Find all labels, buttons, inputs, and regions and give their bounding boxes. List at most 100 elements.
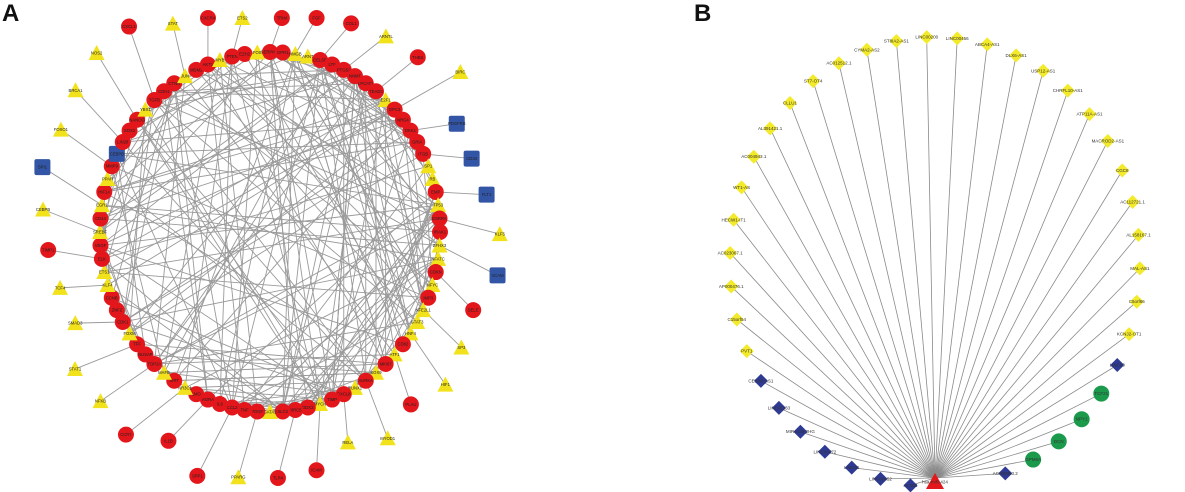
- mrna-node-label: GPM6A: [1025, 457, 1041, 462]
- outer-edge: [423, 153, 472, 160]
- gene-node-label: PLAU: [405, 402, 416, 407]
- gene-node-label: ELK: [98, 256, 106, 261]
- panel-a-label: A: [2, 0, 20, 27]
- lncrna-node: CLLU1: [783, 95, 797, 110]
- ring-edge: [122, 52, 258, 143]
- ring-edge: [107, 109, 395, 286]
- lncrna-node-label: DLX6-AS1: [1005, 53, 1027, 58]
- lncrna-node: ST7-OT4: [804, 74, 823, 89]
- ring-edge: [100, 245, 333, 400]
- gene-node: ESRRA: [431, 210, 448, 227]
- gene-node: HIF1A: [96, 183, 113, 200]
- outer-edge: [316, 403, 321, 471]
- gene-node-label: CD82: [398, 342, 409, 347]
- lncrna-node-label: ST8IA2-AS1: [884, 39, 910, 44]
- gene-node-label: SPP1: [192, 473, 203, 478]
- square-node: CD34: [463, 150, 480, 167]
- gene-node-label: GPC3: [389, 107, 401, 112]
- lncrna-node: MACROD2-AS1: [1092, 133, 1125, 148]
- outer-edge: [277, 409, 296, 479]
- lncrna-node: ATP11A-AS1: [1076, 107, 1103, 122]
- tf-node: STAT1: [66, 361, 83, 377]
- gene-node-label: VEGF: [95, 243, 107, 248]
- ring-edge: [231, 52, 258, 408]
- gene-node-label: CTNN: [168, 81, 180, 86]
- mrna-node: NPY1: [1073, 411, 1090, 428]
- tf-node: MYCN: [312, 396, 329, 412]
- tf-node: ETS2: [234, 10, 251, 25]
- lncrna-node: KCNJ2-OT1: [1117, 327, 1142, 342]
- tf-node: FOS: [249, 44, 266, 60]
- ring-edge: [111, 165, 429, 299]
- lncrna-node-label: AC005: [904, 483, 918, 488]
- ring-edge: [163, 363, 386, 374]
- hub-edge: [851, 467, 936, 479]
- square-node-label: CEBPB: [110, 151, 124, 156]
- gene-node: AKT1: [199, 56, 216, 73]
- lncrna-node-label: PVT1: [741, 349, 753, 354]
- tf-node-label: ARNTL: [379, 34, 393, 39]
- ring-edge: [100, 204, 439, 246]
- gene-node-label: ICAM: [311, 468, 322, 473]
- ring-edge: [195, 69, 418, 323]
- ring-edge: [163, 90, 386, 101]
- square-node: PDGFRB: [448, 115, 466, 132]
- ring-edge: [307, 231, 441, 408]
- lncrna-node: AC009063.2: [993, 466, 1019, 481]
- lncrna-node-label: ABCA4-AS1: [975, 42, 1000, 47]
- ring-edge: [422, 153, 433, 286]
- hub-edge: [824, 451, 936, 479]
- hub-edge: [934, 301, 1138, 479]
- tf-node-label: ATF1: [390, 352, 401, 357]
- gene-node-label: MDM2: [190, 67, 203, 72]
- ring-edge: [104, 141, 418, 193]
- panel-b-edges: [729, 37, 1141, 486]
- hub-edge: [729, 252, 936, 479]
- square-node: SPI1: [34, 159, 51, 176]
- lncrna-node-label: WT1-AS: [733, 185, 750, 190]
- lncrna-node: LINC01: [844, 460, 860, 475]
- lncrna-node-label: AC009063.2: [993, 471, 1019, 476]
- lncrna-node-label: MAL-AS1: [1130, 266, 1150, 271]
- gene-node-label: CDK1: [117, 320, 129, 325]
- hub-edge: [934, 140, 1109, 479]
- gene-node: MKI67: [377, 355, 394, 372]
- gene-node: FGF: [308, 10, 325, 26]
- square-node-label: CD34: [466, 156, 477, 161]
- tf-node: FOXO1: [52, 121, 69, 137]
- gene-node: SLC2: [274, 403, 291, 420]
- tf-node: KLF5: [491, 226, 508, 242]
- lncrna-node-label: LINC00452: [869, 476, 892, 481]
- lncrna-node-label: AP000476.1: [719, 284, 744, 289]
- ring-edge: [107, 284, 283, 412]
- gene-node-label: TFF: [133, 342, 141, 347]
- lncrna-node: AC005: [903, 478, 918, 492]
- ring-edge: [354, 76, 396, 355]
- tf-node-label: SP1: [424, 164, 433, 169]
- ring-edge: [129, 153, 424, 334]
- mirna-hub-node: hsa-miR-424: [922, 473, 948, 489]
- ring-edge: [129, 119, 404, 334]
- tf-node: TP53: [430, 197, 447, 213]
- hub-edge: [934, 201, 1133, 479]
- ring-edge: [294, 231, 441, 411]
- tf-node: ARNT: [299, 48, 316, 64]
- gene-node: EZH2: [236, 46, 253, 63]
- tf-node: NFYC: [424, 277, 441, 293]
- ring-edge: [122, 321, 344, 395]
- ring-edge: [375, 258, 439, 373]
- gene-node-label: TGFB: [149, 98, 160, 103]
- lncrna-node-label: CHRFL10-AS1: [1053, 88, 1084, 93]
- hub-edge: [934, 472, 1006, 479]
- lncrna-node: CHRFL10-AS1: [1053, 83, 1084, 98]
- tf-node-label: KLF5: [495, 232, 506, 237]
- gene-node-label: LPCAT1: [358, 81, 374, 86]
- ring-edge: [319, 59, 441, 233]
- hub-edge: [934, 440, 1059, 479]
- outer-edge: [196, 407, 233, 477]
- lncrna-node: AL158167.1: [1126, 227, 1151, 242]
- gene-node-label: IMP3: [423, 295, 433, 300]
- tf-node: YBX1: [137, 101, 154, 117]
- ring-edge: [269, 51, 333, 400]
